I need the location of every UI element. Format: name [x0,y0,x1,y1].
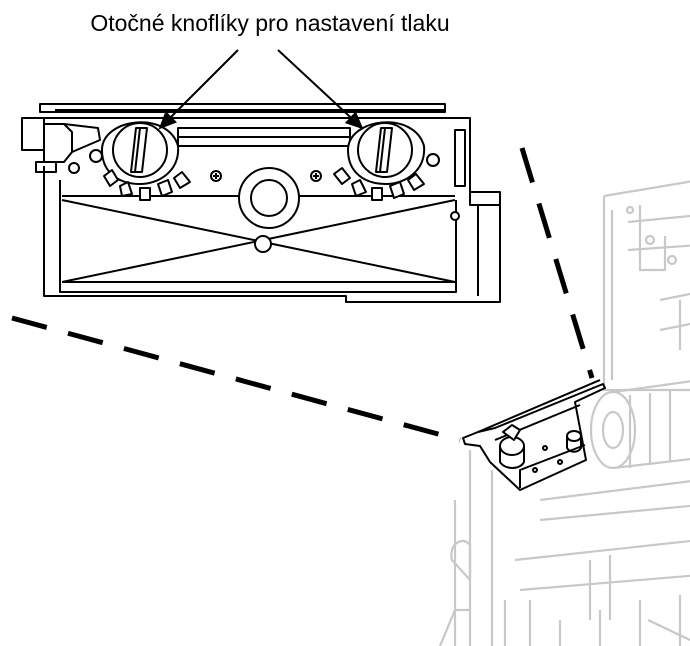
pressure-knob-left [101,121,191,201]
diagram-caption: Otočné knoflíky pro nastavení tlaku [90,10,450,36]
pressure-knob-right [333,121,426,201]
arrow-icon [158,49,364,130]
printhead-small [462,379,606,491]
dashed-callout-line [11,147,595,443]
printer-mechanism-faded [438,180,690,646]
printhead-enlarged [21,103,501,303]
